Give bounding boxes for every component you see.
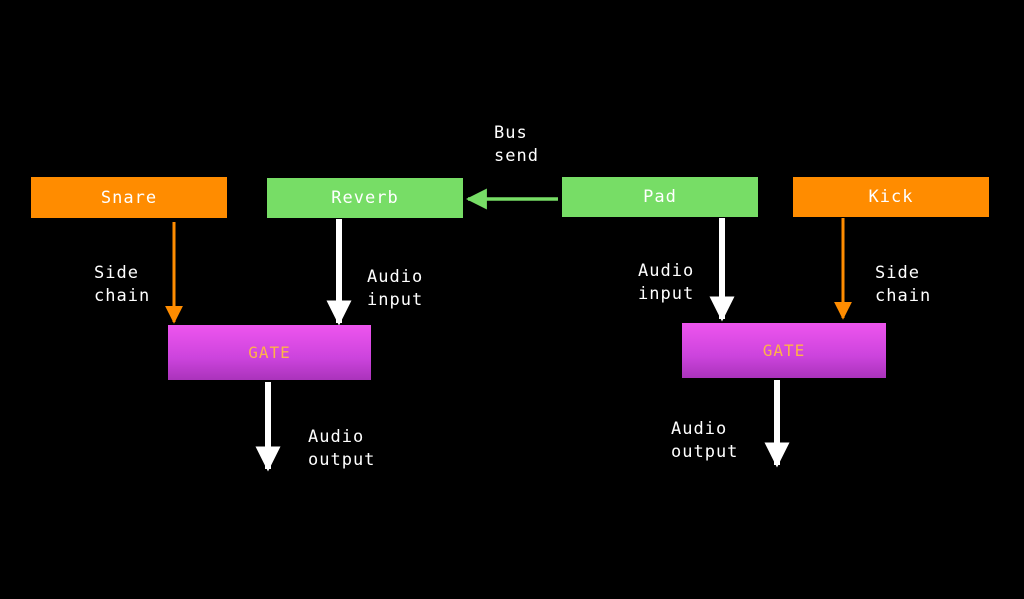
gate-node-left: GATE	[168, 325, 371, 380]
side-chain-label-right: Side chain	[875, 263, 932, 306]
pad-node: Pad	[562, 177, 758, 217]
gate-node-right: GATE	[682, 323, 886, 378]
side-chain-label-left: Side chain	[94, 263, 151, 306]
audio-output-label-right: Audio output	[671, 419, 739, 462]
snare-node: Snare	[31, 177, 227, 218]
audio-output-label-left: Audio output	[308, 427, 376, 470]
kick-node: Kick	[793, 177, 989, 217]
reverb-node: Reverb	[267, 178, 463, 218]
audio-input-label-right: Audio input	[638, 261, 695, 304]
bus-send-label: Bus send	[494, 123, 539, 166]
audio-input-label-left: Audio input	[367, 267, 424, 310]
